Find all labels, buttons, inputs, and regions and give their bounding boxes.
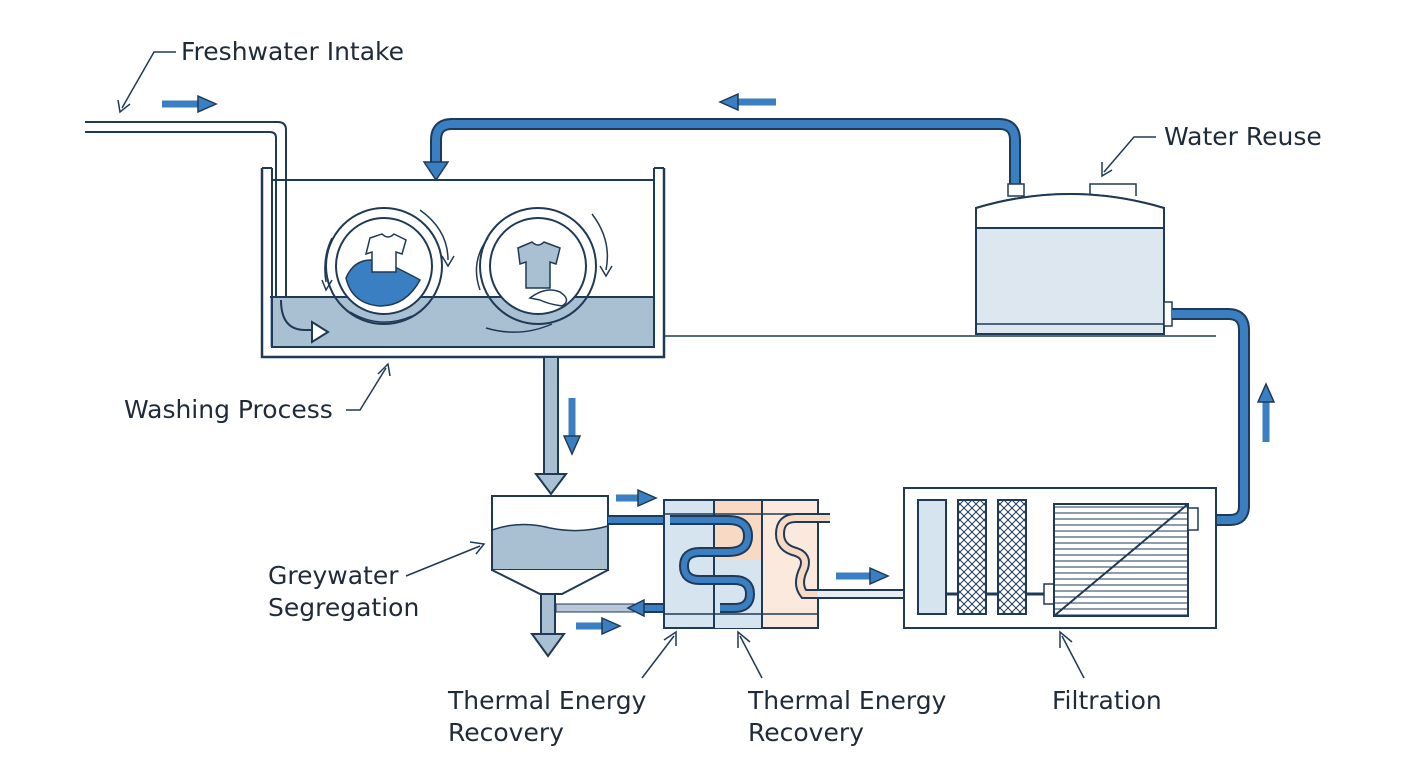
label-washing-process: Washing Process xyxy=(124,395,333,424)
leader-lines xyxy=(117,51,1156,679)
flow-arrow-intake xyxy=(162,94,218,114)
leader-washing xyxy=(346,367,387,411)
shirt-icon xyxy=(364,233,407,273)
label-filtration: Filtration xyxy=(1052,686,1162,715)
filtration-unit xyxy=(903,487,1217,629)
water-reuse-tank xyxy=(975,183,1173,335)
washing-tank xyxy=(260,167,666,359)
flow-arrow-up xyxy=(1256,382,1276,442)
leader-thermal-a xyxy=(641,635,675,679)
label-thermal-a-line2: Recovery xyxy=(448,718,564,747)
flow-arrow-return xyxy=(718,92,776,112)
leader-freshwater xyxy=(121,51,176,109)
filtration-to-reuse-pipe xyxy=(1172,308,1250,526)
label-thermal-a-line1: Thermal Energy xyxy=(448,686,647,715)
heat-exchanger xyxy=(663,499,830,629)
intake-inflow-arrow xyxy=(280,299,330,344)
label-freshwater-intake: Freshwater Intake xyxy=(181,37,405,66)
label-thermal-b-line1: Thermal Energy xyxy=(748,686,947,715)
flow-arrow-from-hx xyxy=(576,616,622,636)
washing-drum-left xyxy=(321,207,455,325)
leader-thermal-b xyxy=(739,635,763,679)
leader-filtration xyxy=(1061,635,1085,679)
shirt-icon xyxy=(517,241,561,289)
greywater-vessel xyxy=(491,495,609,658)
washing-drum-right xyxy=(475,207,613,333)
flow-arrow-to-hx xyxy=(616,488,658,508)
label-thermal-b-line2: Recovery xyxy=(748,718,864,747)
label-water-reuse: Water Reuse xyxy=(1164,122,1322,151)
reuse-return-pipe xyxy=(422,118,1021,190)
leader-water-reuse xyxy=(1103,136,1156,173)
flow-arrow-to-filtration xyxy=(836,566,890,586)
label-greywater-line2: Segregation xyxy=(268,593,420,622)
flow-arrow-down xyxy=(562,398,582,456)
freshwater-intake-pipe xyxy=(85,121,287,322)
label-greywater-line1: Greywater xyxy=(268,561,399,590)
leader-greywater xyxy=(405,545,481,577)
drain-pipe xyxy=(534,356,568,496)
